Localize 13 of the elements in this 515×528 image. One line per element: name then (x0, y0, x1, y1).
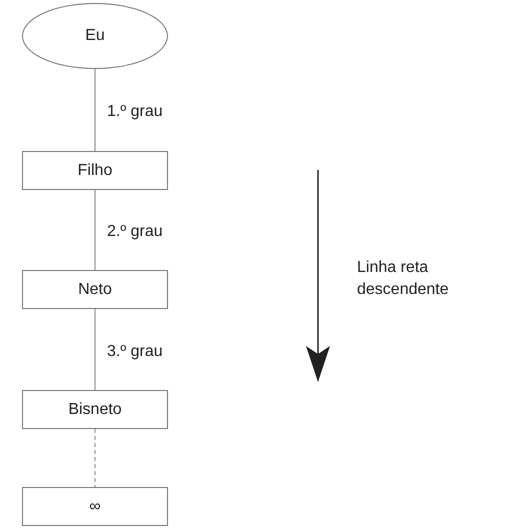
process-box: ∞ (22, 487, 168, 526)
process-box: Filho (22, 151, 168, 190)
process-box: Neto (22, 270, 168, 309)
connector-line (94, 308, 96, 390)
edge-label: 3.º grau (107, 342, 163, 362)
connector-line (94, 68, 96, 152)
edge-label: 1.º grau (107, 102, 163, 122)
connector-line (94, 190, 96, 270)
direction-label: Linha reta descendente (357, 258, 450, 300)
ellipse-node: Eu (22, 3, 168, 69)
edge-label: 2.º grau (107, 222, 163, 242)
process-box: Bisneto (22, 390, 168, 429)
connector-line (94, 428, 96, 488)
